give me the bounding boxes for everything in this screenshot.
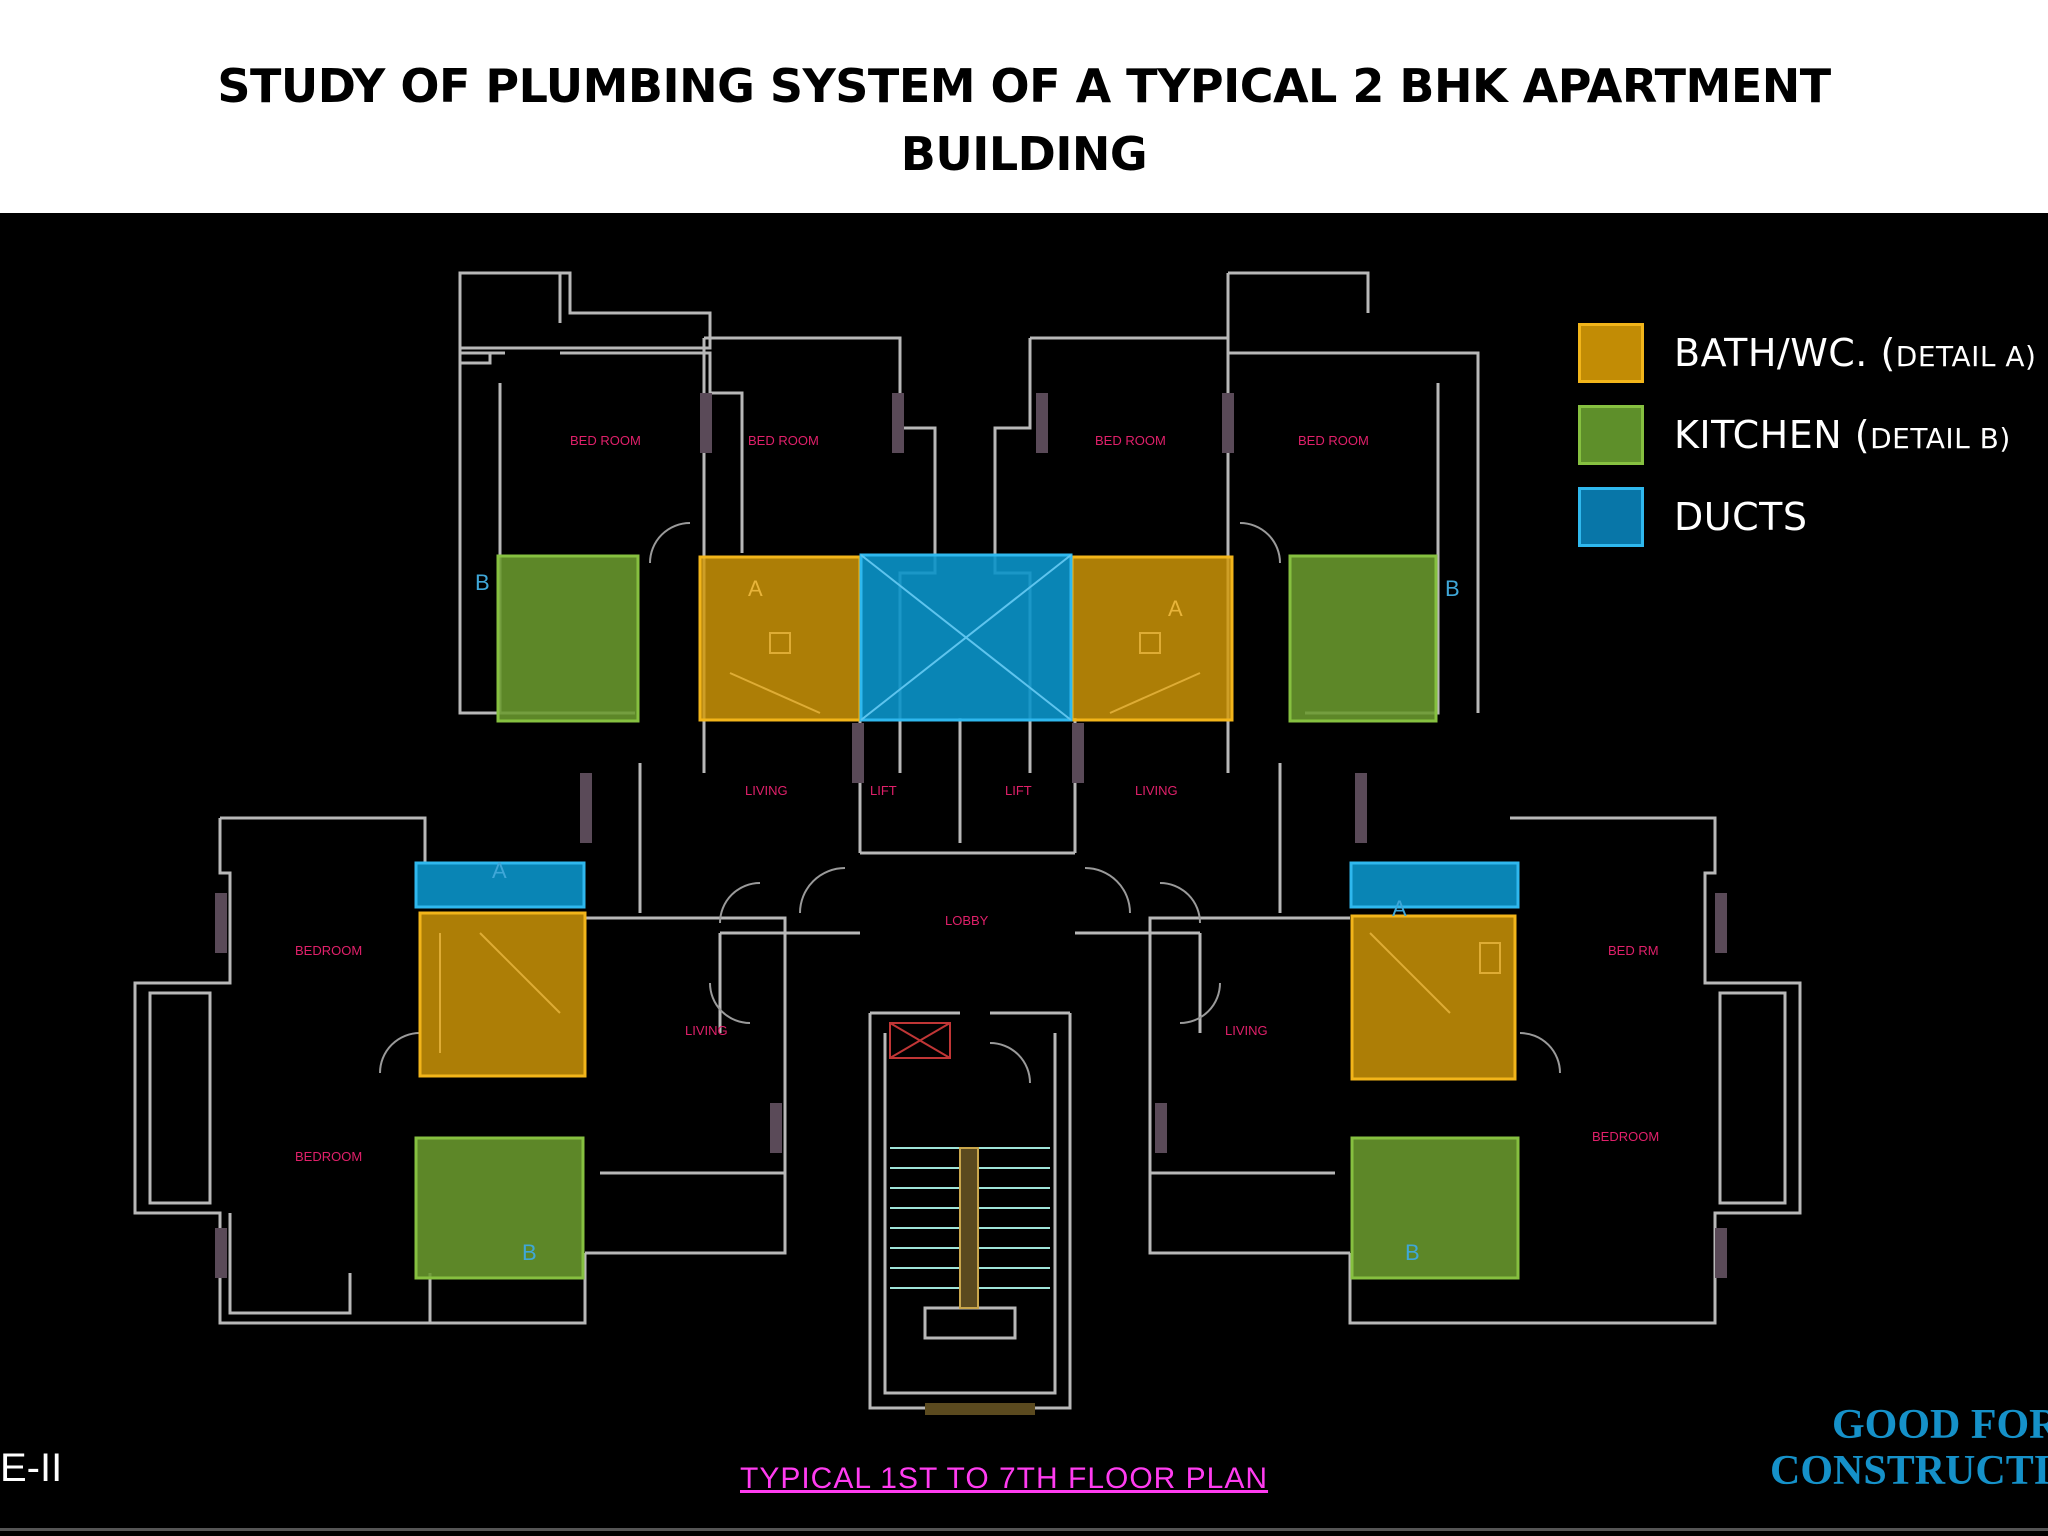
floor-plan-drawing: BED ROOM BED ROOM BED ROOM BED ROOM LIVI… bbox=[133, 271, 1802, 1415]
wall-outline bbox=[458, 351, 635, 715]
detail-a-marker: A bbox=[748, 576, 763, 601]
wall-outline bbox=[1148, 916, 1350, 1255]
detail-b-marker: B bbox=[1405, 1240, 1420, 1265]
kitchen-zone bbox=[414, 1136, 585, 1280]
fixture-lines bbox=[439, 632, 1501, 1053]
construction-stamp: GOOD FOR CONSTRUCTI bbox=[1770, 1402, 2048, 1494]
duct-zones bbox=[414, 553, 1520, 909]
detail-b-marker: B bbox=[475, 570, 490, 595]
wall-outline bbox=[133, 816, 587, 1325]
wall-outline bbox=[228, 1213, 432, 1323]
svg-text:LIVING: LIVING bbox=[1225, 1023, 1268, 1038]
legend-kitchen-detail: DETAIL B) bbox=[1870, 422, 2011, 455]
title-line-1: STUDY OF PLUMBING SYSTEM OF A TYPICAL 2 … bbox=[217, 59, 1831, 113]
wall-outline bbox=[458, 348, 744, 553]
svg-text:BED ROOM: BED ROOM bbox=[570, 433, 641, 448]
bath-zone bbox=[418, 911, 587, 1078]
detail-a-marker: A bbox=[1392, 896, 1407, 921]
stair-handrail bbox=[959, 1147, 979, 1309]
floor-plan-panel: BED ROOM BED ROOM BED ROOM BED ROOM LIVI… bbox=[0, 213, 2048, 1536]
wall-outline bbox=[858, 718, 1077, 855]
svg-text:BED ROOM: BED ROOM bbox=[748, 433, 819, 448]
bath-swatch bbox=[1578, 323, 1644, 383]
duct-swatch bbox=[1578, 487, 1644, 547]
stair-core bbox=[883, 1033, 1057, 1395]
kitchen-zone bbox=[496, 554, 640, 723]
fire-shaft bbox=[889, 1022, 951, 1059]
legend-ducts-label: DUCTS bbox=[1674, 495, 1808, 539]
sheet-code: E-II bbox=[0, 1446, 63, 1490]
wall-outline bbox=[718, 931, 1202, 1033]
wall-outline bbox=[148, 991, 212, 1205]
legend-bath-detail: DETAIL A) bbox=[1895, 340, 2037, 373]
svg-text:LIVING: LIVING bbox=[685, 1023, 728, 1038]
stair-threshold bbox=[925, 1403, 1035, 1415]
legend-bath-label: BATH/WC. ( bbox=[1674, 331, 1896, 375]
legend-item-ducts: DUCTS bbox=[1578, 487, 2038, 551]
duct-zone bbox=[1349, 861, 1520, 909]
duct-cross bbox=[860, 554, 1072, 721]
kitchen-zones bbox=[414, 554, 1520, 1280]
svg-text:BEDROOM: BEDROOM bbox=[295, 943, 362, 958]
columns bbox=[215, 393, 1727, 1278]
title-line-2: BUILDING bbox=[900, 127, 1148, 181]
bottom-rule bbox=[0, 1528, 2048, 1531]
wall-outline bbox=[638, 763, 1282, 913]
svg-text:LIVING: LIVING bbox=[745, 783, 788, 798]
svg-text:LOBBY: LOBBY bbox=[945, 913, 989, 928]
kitchen-zone bbox=[1288, 554, 1438, 723]
detail-b-marker: B bbox=[1445, 576, 1460, 601]
bath-zone bbox=[698, 555, 862, 722]
svg-text:LIVING: LIVING bbox=[1135, 783, 1178, 798]
wall-outline bbox=[585, 916, 787, 1255]
svg-text:BEDROOM: BEDROOM bbox=[1592, 1129, 1659, 1144]
room-labels: BED ROOM BED ROOM BED ROOM BED ROOM LIVI… bbox=[295, 433, 1659, 1164]
wall-outline bbox=[458, 271, 712, 353]
bath-zone bbox=[1070, 555, 1234, 722]
wall-outline bbox=[1226, 271, 1480, 713]
wall-outline bbox=[1348, 816, 1802, 1325]
svg-text:BED ROOM: BED ROOM bbox=[1298, 433, 1369, 448]
detail-a-marker: A bbox=[1168, 596, 1183, 621]
landing bbox=[923, 1306, 1017, 1340]
wall-outline bbox=[1718, 991, 1787, 1205]
svg-text:BED RM: BED RM bbox=[1608, 943, 1659, 958]
legend-item-bath: BATH/WC. (DETAIL A) bbox=[1578, 323, 2038, 387]
plan-caption: TYPICAL 1ST TO 7TH FLOOR PLAN bbox=[740, 1462, 1269, 1495]
kitchen-swatch bbox=[1578, 405, 1644, 465]
svg-text:LIFT: LIFT bbox=[1005, 783, 1032, 798]
detail-b-marker: B bbox=[522, 1240, 537, 1265]
duct-zone bbox=[414, 861, 586, 909]
stamp-line-2: CONSTRUCTI bbox=[1770, 1448, 2048, 1494]
svg-text:BED ROOM: BED ROOM bbox=[1095, 433, 1166, 448]
header: STUDY OF PLUMBING SYSTEM OF A TYPICAL 2 … bbox=[0, 0, 2048, 213]
detail-markers: B B B B A A A A bbox=[475, 570, 1460, 1265]
svg-text:BEDROOM: BEDROOM bbox=[295, 1149, 362, 1164]
kitchen-zone bbox=[1350, 1136, 1520, 1280]
svg-text:LIFT: LIFT bbox=[870, 783, 897, 798]
legend-kitchen-label: KITCHEN ( bbox=[1674, 413, 1871, 457]
page-title: STUDY OF PLUMBING SYSTEM OF A TYPICAL 2 … bbox=[0, 52, 2048, 188]
stamp-line-1: GOOD FOR bbox=[1832, 1402, 2048, 1448]
door-swings bbox=[379, 522, 1561, 1084]
legend-item-kitchen: KITCHEN (DETAIL B) bbox=[1578, 405, 2038, 469]
detail-a-marker: A bbox=[492, 858, 507, 883]
